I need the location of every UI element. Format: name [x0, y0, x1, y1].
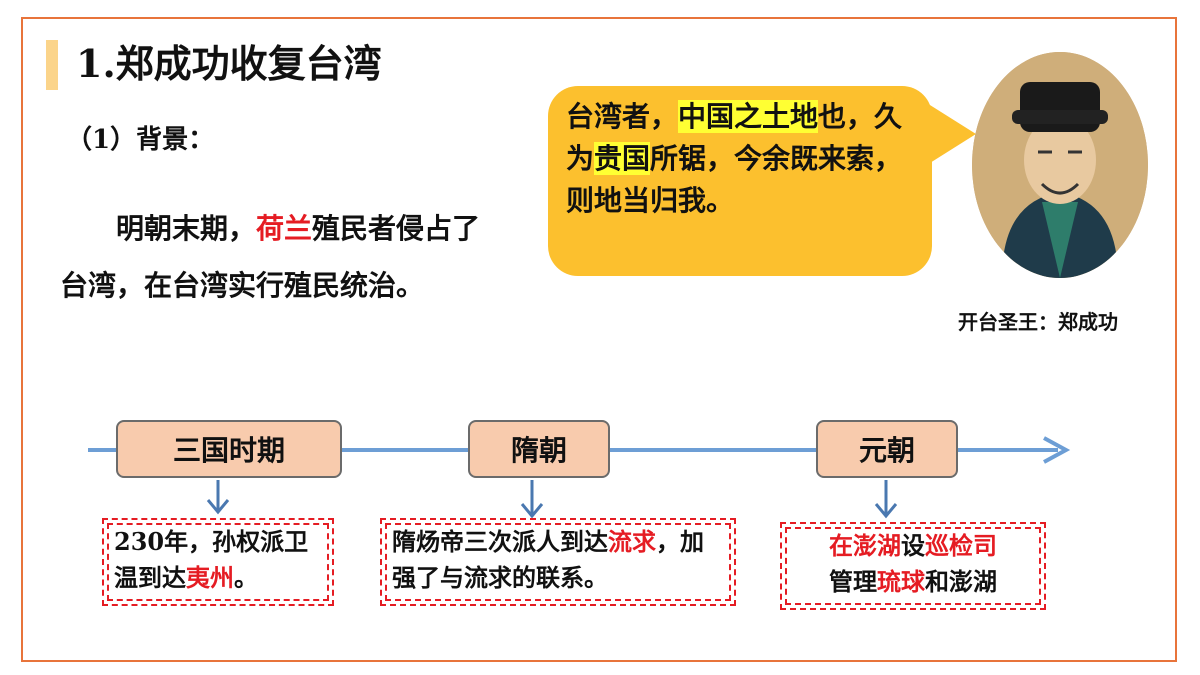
quote-part-6: 今余既来索，则地当归我。 [566, 142, 903, 217]
page-title: 1.郑成功收复台湾 [76, 41, 382, 86]
timeline-arrowhead-icon [1043, 436, 1071, 464]
down-arrow-icon-3 [874, 480, 898, 519]
note1-highlight: 夷州 [186, 563, 234, 592]
note2-highlight: 流求 [608, 527, 656, 556]
speech-bubble: 台湾者，中国之土地也，久为贵国所锯，今余既来索，则地当归我。 [548, 86, 932, 276]
note2-text: 隋炀帝三次派人到达 [392, 527, 608, 556]
period-sui: 隋朝 [468, 420, 610, 478]
quote-part-5: 所锯， [650, 142, 735, 175]
quote-part-3: 也，久为 [566, 100, 903, 175]
section-heading: （1）背景： [66, 125, 215, 155]
period-yuan: 元朝 [816, 420, 958, 478]
quote-highlight-1: 中国之土地 [678, 100, 819, 133]
note3-verb: 设 [901, 531, 925, 560]
portrait-illustration [972, 52, 1148, 278]
note-sui: 隋炀帝三次派人到达流求，加强了与流求的联系。 [380, 518, 736, 606]
note3-office: 巡检司 [925, 531, 997, 560]
quote-text: 台湾者，中国之土地也，久为贵国所锯，今余既来索，则地当归我。 [566, 96, 914, 222]
slide-frame [21, 17, 1177, 662]
quote-part-1: 台湾者， [566, 100, 679, 133]
para-part-3: 殖民者侵占了台湾，在台湾实行殖民统治。 [60, 212, 481, 302]
note3-ryukyu: 琉球 [877, 567, 925, 596]
para-highlight-netherlands: 荷兰 [256, 212, 313, 245]
down-arrow-icon-2 [520, 480, 544, 519]
period-three-kingdoms: 三国时期 [116, 420, 342, 478]
note1-text: 230年，孙权派卫温到达 [114, 527, 309, 592]
portrait-caption: 开台圣王：郑成功 [958, 310, 1118, 334]
para-part-1: 明朝末期， [116, 212, 257, 245]
note3-end: 和澎湖 [925, 567, 997, 596]
note3-manage: 管理 [829, 567, 877, 596]
note1-end: 。 [234, 563, 258, 592]
title-accent-bar [46, 40, 58, 90]
down-arrow-icon-1 [206, 480, 230, 515]
background-paragraph: 明朝末期，荷兰殖民者侵占了台湾，在台湾实行殖民统治。 [60, 200, 500, 314]
portrait-image [972, 52, 1148, 278]
note3-place: 在澎湖 [829, 531, 901, 560]
quote-highlight-2: 贵国 [594, 142, 651, 175]
note-yuan: 在澎湖设巡检司管理琉球和澎湖 [780, 522, 1046, 610]
note-three-kingdoms: 230年，孙权派卫温到达夷州。 [102, 518, 334, 606]
note2-end: ，加强了与流求的联系。 [392, 527, 704, 592]
